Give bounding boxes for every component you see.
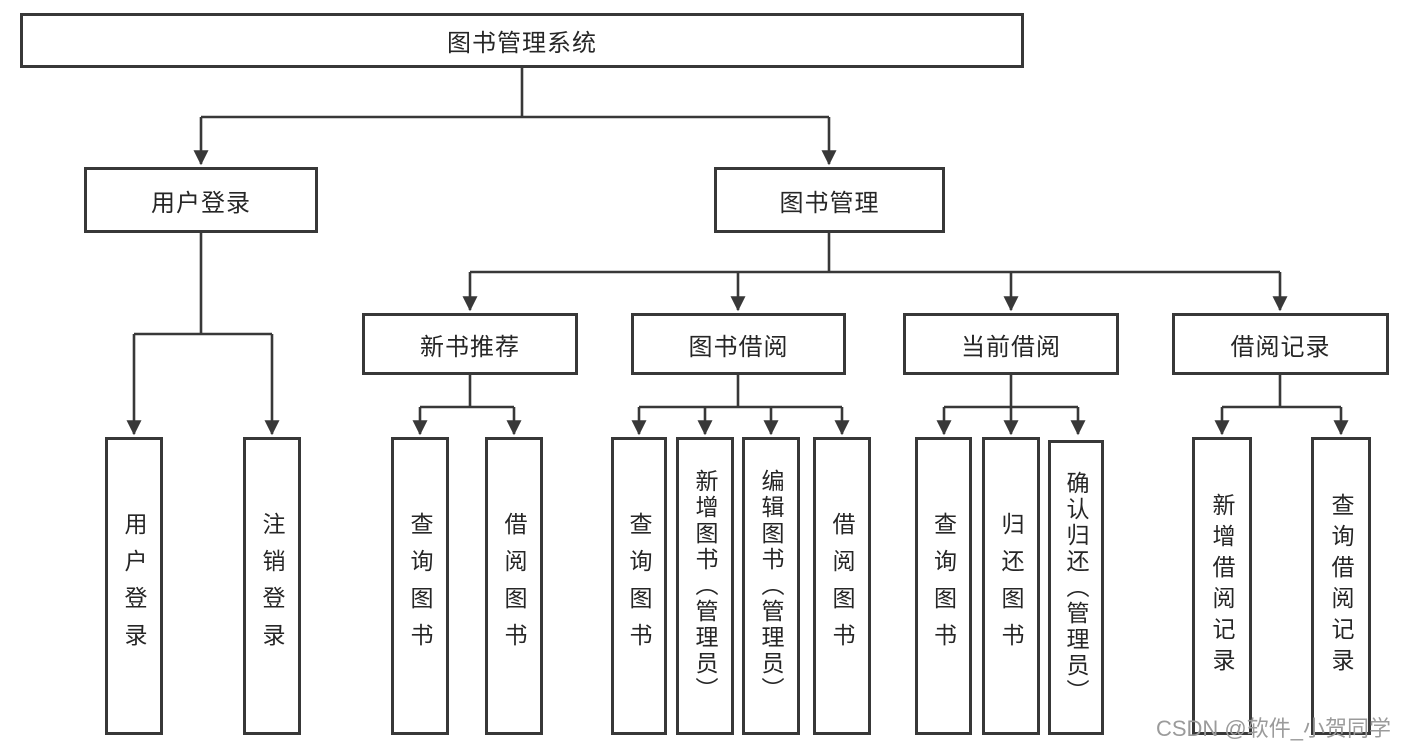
node-new-book-recommend: 新书推荐 (362, 313, 578, 375)
node-current-borrowing: 当前借阅 (903, 313, 1119, 375)
node-label: 归还图书 (998, 512, 1024, 660)
node-label: 图书借阅 (688, 333, 789, 361)
leaf-add-borrow-record: 新增借阅记录 (1192, 437, 1252, 735)
node-label: 借阅图书 (501, 512, 527, 660)
node-label: 用户登录 (121, 512, 147, 660)
leaf-user-login: 用户登录 (105, 437, 163, 735)
node-label: 当前借阅 (961, 333, 1061, 361)
node-borrowing-record: 借阅记录 (1172, 313, 1389, 375)
leaf-confirm-return-admin: 确认归还（管理员） (1048, 440, 1104, 735)
node-label: 查询借阅记录 (1328, 493, 1354, 679)
node-label: 查询图书 (407, 512, 433, 660)
node-label: 新书推荐 (420, 333, 520, 361)
node-library-management-system: 图书管理系统 (20, 13, 1024, 68)
leaf-add-book-admin: 新增图书（管理员） (676, 437, 734, 735)
leaf-query-borrow-record: 查询借阅记录 (1311, 437, 1371, 735)
leaf-query-books-borrowing: 查询图书 (611, 437, 667, 735)
csdn-watermark: CSDN @软件_小贺同学 (1155, 716, 1391, 741)
node-label: 确认归还（管理员） (1063, 470, 1089, 705)
leaf-query-books-current: 查询图书 (915, 437, 972, 735)
leaf-return-book: 归还图书 (982, 437, 1040, 735)
node-label: 借阅图书 (829, 512, 855, 660)
node-label: 借阅记录 (1230, 333, 1331, 361)
leaf-borrow-books-borrowing: 借阅图书 (813, 437, 871, 735)
node-label: 查询图书 (626, 512, 652, 660)
node-label: 图书管理系统 (447, 30, 597, 57)
node-label: 编辑图书（管理员） (758, 469, 784, 703)
node-label: 新增借阅记录 (1209, 493, 1235, 679)
node-book-management: 图书管理 (714, 167, 945, 233)
leaf-query-books-recommend: 查询图书 (391, 437, 449, 735)
connector-lines (126, 68, 1349, 436)
leaf-edit-book-admin: 编辑图书（管理员） (742, 437, 800, 735)
leaf-logout: 注销登录 (243, 437, 301, 735)
node-label: 注销登录 (259, 512, 285, 660)
leaf-borrow-books-recommend: 借阅图书 (485, 437, 543, 735)
node-label: 查询图书 (930, 512, 957, 660)
node-label: 图书管理 (779, 189, 880, 217)
node-label: 用户登录 (151, 189, 251, 217)
node-user-login: 用户登录 (84, 167, 318, 233)
node-label: 新增图书（管理员） (692, 469, 718, 703)
node-book-borrowing: 图书借阅 (631, 313, 846, 375)
